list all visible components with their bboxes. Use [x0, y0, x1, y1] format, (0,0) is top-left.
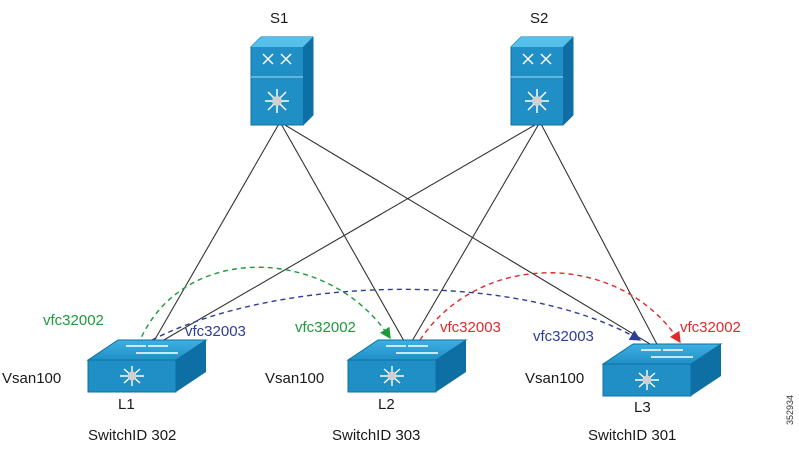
link-s1-l3	[279, 121, 661, 351]
switch-id-l2: SwitchID 303	[332, 427, 421, 444]
leaf-label-l2: L2	[378, 396, 395, 413]
leaf-switch-l2	[346, 339, 468, 393]
vfc-label-l2-red: vfc32003	[440, 319, 501, 336]
leaf-switch-l3	[601, 343, 723, 397]
spine-switch-s1	[250, 36, 314, 126]
path-red-l2-l3	[419, 272, 681, 344]
vsan-label-l2: Vsan100	[265, 370, 325, 387]
vfc-label-l3-red: vfc32002	[680, 319, 741, 336]
link-s1-l1	[149, 121, 281, 349]
vfc-label-l1-blue: vfc32003	[185, 323, 246, 340]
spine-switch-s2	[510, 36, 574, 126]
vfc-label-l1-green: vfc32002	[43, 312, 104, 329]
switch-id-l1: SwitchID 302	[88, 427, 177, 444]
vfc-label-l3-blue: vfc32003	[533, 328, 594, 345]
figure-number: 352934	[785, 394, 795, 425]
path-green-l1-l2	[137, 266, 391, 346]
vfc-paths	[137, 266, 681, 346]
vsan-label-l3: Vsan100	[525, 370, 585, 387]
link-s2-l3	[539, 121, 661, 351]
leaf-switch-l1	[86, 339, 208, 393]
vfc-label-l2-green: vfc32002	[295, 319, 356, 336]
leaf-label-l1: L1	[118, 396, 135, 413]
switch-id-l3: SwitchID 301	[588, 427, 677, 444]
path-blue-l1-l3	[151, 288, 642, 341]
link-s2-l2	[407, 121, 541, 349]
link-s2-l1	[149, 121, 541, 349]
vsan-label-l1: Vsan100	[2, 370, 62, 387]
leaf-label-l3: L3	[634, 399, 651, 416]
links	[149, 121, 661, 351]
spine-label-s2: S2	[530, 10, 549, 27]
spine-label-s1: S1	[270, 10, 289, 27]
